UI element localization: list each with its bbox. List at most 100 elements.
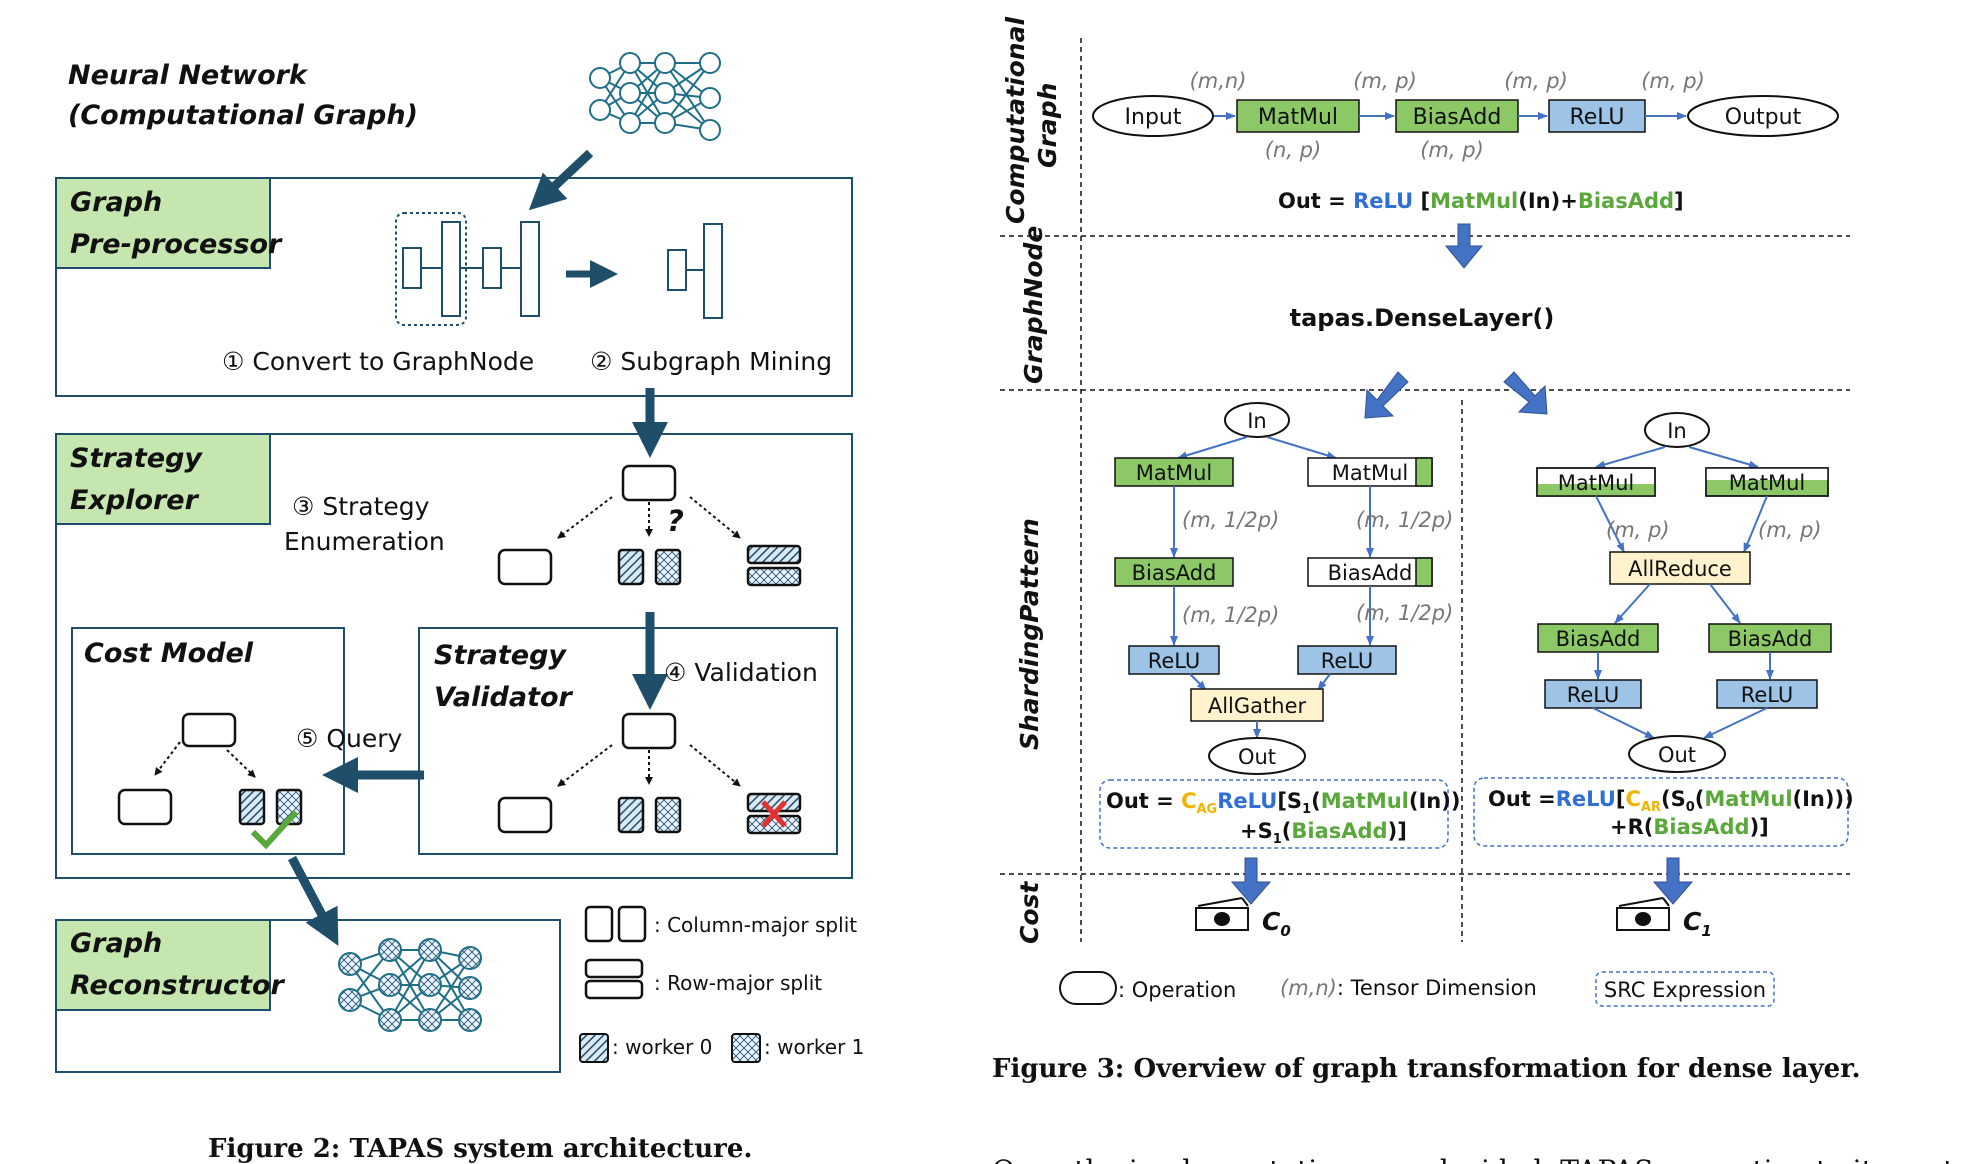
legend-worker0: : worker 0	[612, 1035, 712, 1059]
dim-matmul-np: (n, p)	[1265, 138, 1321, 162]
legend-row-split: : Row-major split	[654, 971, 822, 995]
validator-box	[418, 627, 838, 855]
right-dim-mp-0: (m, p)	[1606, 518, 1670, 542]
legend-operation-icon	[1059, 971, 1117, 1005]
left-src-expression-line2: +S1(BiasAdd)]	[1240, 819, 1407, 847]
explorer-box	[55, 433, 853, 879]
explorer-label-box	[55, 433, 271, 525]
figure-2: Neural Network (Computational Graph) Gra…	[55, 52, 864, 1164]
step2-label: ② Subgraph Mining	[590, 347, 832, 376]
legend-tensor-dim: (m,n): Tensor Dimension	[1280, 976, 1537, 1000]
right-allreduce: AllReduce	[1628, 557, 1732, 581]
sharding-right: In MatMul MatMul (m, p) (m, p) AllReduce…	[1473, 412, 1854, 847]
left-biasadd-1: BiasAdd	[1328, 561, 1413, 585]
arrow-left-branch	[1364, 371, 1409, 419]
left-allgather: AllGather	[1208, 694, 1307, 718]
dim-biasadd-weight-mp: (m, p)	[1420, 138, 1484, 162]
money-icon-right	[1616, 897, 1670, 931]
validator-label-line2: Validator	[434, 682, 574, 713]
dense-layer-label: tapas.DenseLayer()	[1290, 304, 1555, 332]
dim-biasadd-mp: (m, p)	[1504, 69, 1568, 93]
node-relu-label: ReLU	[1569, 105, 1624, 130]
left-relu-0: ReLU	[1148, 649, 1201, 673]
left-dim-half-p-3: (m, 1/2p)	[1356, 601, 1453, 625]
enumeration-tree	[497, 464, 802, 587]
reconstructor-label-line2: Reconstructor	[70, 970, 286, 1001]
section-label-computational: Computational	[1001, 17, 1030, 224]
reconstructor-label-box	[55, 919, 271, 1011]
nn-title-line2: (Computational Graph)	[68, 100, 418, 131]
cost-model-box	[71, 627, 345, 855]
left-out-label: Out	[1238, 745, 1276, 769]
node-input	[1092, 95, 1214, 137]
left-dim-half-p-2: (m, 1/2p)	[1182, 603, 1279, 627]
dim-relu-mp: (m, p)	[1641, 69, 1705, 93]
node-biasadd	[1395, 99, 1519, 133]
right-src-expression-line2: +R(BiasAdd)]	[1610, 815, 1769, 839]
dim-matmul-mp: (m, p)	[1353, 69, 1417, 93]
explorer-label-line1: Strategy	[70, 443, 203, 474]
legend-src-box	[1595, 971, 1775, 1007]
arrow-right-branch	[1503, 371, 1548, 415]
step5-label: ⑤ Query	[296, 724, 403, 753]
legend-operation: : Operation	[1118, 978, 1236, 1002]
figure-2-caption: Figure 2: TAPAS system architecture.	[208, 1134, 752, 1164]
left-dim-half-p-1: (m, 1/2p)	[1356, 508, 1453, 532]
graphnode-diagram	[395, 212, 723, 326]
cost-c0: C0	[1262, 907, 1291, 940]
figure-3-caption: Figure 3: Overview of graph transformati…	[992, 1054, 1861, 1084]
right-relu-0: ReLU	[1567, 683, 1620, 707]
preprocessor-label-line2: Pre-processor	[70, 229, 283, 260]
money-icon-left	[1195, 897, 1249, 931]
left-matmul-1: MatMul	[1332, 461, 1408, 485]
reconstructed-network-icon	[338, 938, 482, 1032]
preprocessor-label-box	[55, 177, 271, 269]
question-mark: ?	[667, 504, 684, 538]
node-biasadd-label: BiasAdd	[1413, 105, 1502, 130]
validator-label-line1: Strategy	[434, 640, 567, 671]
step3-label-line1: ③ Strategy	[292, 492, 430, 521]
comp-graph-expression: Out = ReLU [MatMul(In)+BiasAdd]	[1278, 189, 1684, 213]
legend-worker0-icon	[579, 1033, 609, 1063]
invalid-x-icon	[761, 800, 787, 828]
section-label-graph: Graph	[1033, 83, 1062, 168]
validation-tree	[497, 712, 802, 835]
section-label-cost: Cost	[1015, 881, 1044, 944]
dim-input-mn: (m,n)	[1190, 69, 1247, 93]
node-output-label: Output	[1725, 105, 1802, 130]
left-biasadd-0: BiasAdd	[1132, 561, 1217, 585]
explorer-label-line2: Explorer	[70, 485, 200, 516]
cost-c1: C1	[1683, 907, 1712, 940]
cost-model-tree	[117, 712, 303, 826]
right-biasadd-0: BiasAdd	[1556, 627, 1641, 651]
step1-label: ① Convert to GraphNode	[222, 347, 534, 376]
arrow-down-cost-left	[1230, 857, 1272, 905]
right-out-label: Out	[1658, 743, 1696, 767]
right-biasadd-1: BiasAdd	[1728, 627, 1813, 651]
legend-worker1: : worker 1	[764, 1035, 864, 1059]
right-in-label: In	[1667, 419, 1687, 443]
arrow-down-graphnode	[1444, 223, 1484, 269]
node-matmul-label: MatMul	[1258, 105, 1338, 130]
nn-title-line1: Neural Network	[68, 60, 309, 91]
right-src-expression-line1: Out =ReLU[CAR(S0(MatMul(In)))	[1488, 787, 1854, 815]
section-label-sharding: ShardingPattern	[1015, 518, 1044, 750]
left-src-expression-line1: Out = CAGReLU[S1(MatMul(In))	[1106, 789, 1460, 817]
figure-3: Computational Graph GraphNode ShardingPa…	[992, 17, 1861, 1084]
node-output	[1687, 95, 1839, 137]
body-text-partial: Once the implementations are decided, TA…	[992, 1154, 1955, 1164]
cost-model-label: Cost Model	[84, 638, 254, 669]
checkmark-icon	[250, 809, 299, 850]
legend-column-split-icon	[584, 905, 647, 943]
arrow-nn-to-preprocessor	[528, 149, 594, 211]
legend-src-expression: SRC Expression	[1604, 978, 1766, 1002]
reconstructor-label-line1: Graph	[70, 928, 162, 959]
left-dim-half-p-0: (m, 1/2p)	[1182, 508, 1279, 532]
right-matmul-0: MatMul	[1558, 471, 1634, 495]
right-relu-1: ReLU	[1741, 683, 1794, 707]
arrow-down-cost-right	[1652, 857, 1694, 905]
legend-row-split-icon	[584, 958, 644, 1000]
left-in-label: In	[1247, 409, 1267, 433]
left-relu-1: ReLU	[1321, 649, 1374, 673]
left-matmul-0: MatMul	[1136, 461, 1212, 485]
